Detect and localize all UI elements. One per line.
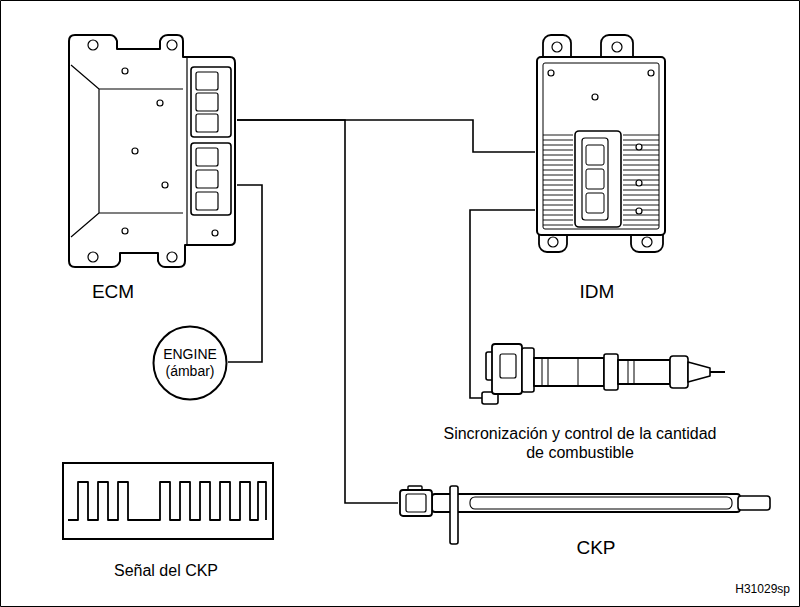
ckp-connector — [400, 490, 432, 516]
mount-hole — [548, 237, 558, 247]
ckp-socket — [406, 494, 426, 512]
figure-code: H31029sp — [735, 582, 790, 596]
ecm-connector-slot — [196, 170, 218, 188]
mount-hole — [552, 42, 562, 52]
injector-nozzle — [688, 362, 710, 382]
ckp-flange — [450, 486, 458, 544]
module-name: IDM — [580, 281, 615, 304]
ecm-connector-slot — [196, 148, 218, 166]
screw — [636, 208, 642, 214]
idm-housing — [537, 57, 665, 235]
ecm-module — [69, 35, 235, 267]
ckp-body — [432, 494, 740, 512]
idm-node: IDM — [535, 35, 667, 253]
ecm-divider — [186, 57, 187, 245]
ecm-panel — [71, 65, 183, 237]
ckp-body-line — [470, 497, 732, 509]
screw — [648, 70, 654, 76]
screw — [122, 68, 128, 74]
injector-collar — [522, 348, 534, 392]
injector-nut — [670, 356, 688, 388]
injector-ring — [604, 354, 618, 390]
signal-caption: Señal del CKP — [114, 561, 218, 580]
wire — [470, 210, 535, 398]
lamp-circle — [154, 327, 227, 400]
idm-connector-face — [582, 138, 608, 220]
mount-hole — [167, 252, 177, 262]
wire — [237, 120, 535, 152]
ecm-node: ECM — [65, 35, 237, 267]
ecm-connector-slot — [196, 93, 218, 111]
idm-module — [537, 35, 665, 252]
wire — [237, 120, 398, 503]
injector-groove — [542, 358, 578, 386]
injector-barrel — [618, 360, 670, 384]
mount-hole — [612, 42, 622, 52]
ckp-tip — [738, 496, 770, 510]
lamp-label: ENGINE (ámbar) — [156, 346, 224, 380]
injector-body — [534, 358, 604, 386]
screw — [548, 70, 554, 76]
signal-box: Señal del CKP — [62, 462, 274, 540]
ecm-connector-slot — [196, 114, 218, 132]
ecm-connector-slot — [196, 192, 218, 210]
injector-tip — [710, 371, 725, 373]
screw — [636, 180, 642, 186]
ckp-node: CKP — [398, 484, 772, 546]
mount-hole — [642, 237, 652, 247]
idm-connector-slot — [586, 169, 604, 189]
screw — [162, 182, 168, 188]
injector-groove — [628, 360, 634, 384]
part-name: CKP — [576, 537, 615, 560]
screw — [132, 148, 138, 154]
injector-node: Sincronización y control de la cantidad … — [482, 338, 727, 418]
ecm-connector — [191, 143, 231, 215]
mount-hole — [167, 40, 177, 50]
injector — [482, 344, 725, 404]
ckp-sensor — [400, 486, 770, 544]
ecm-housing — [69, 35, 235, 267]
ecm-connector-slot — [196, 72, 218, 90]
injector-connector — [492, 344, 522, 394]
mount-hole — [88, 252, 98, 262]
screw — [157, 100, 163, 106]
wire — [228, 185, 262, 362]
screw — [122, 228, 128, 234]
ckp-waveform — [68, 482, 266, 520]
warning-lamp-circle: ENGINE (ámbar) — [152, 325, 228, 401]
screw — [636, 144, 642, 150]
idm-panel — [543, 63, 659, 229]
idm-connector-slot — [586, 193, 604, 213]
mount-hole — [88, 40, 98, 50]
screw — [212, 230, 218, 236]
screw — [592, 94, 598, 100]
module-name: ECM — [92, 281, 134, 304]
ecm-connector — [191, 67, 231, 137]
idm-connector — [575, 131, 621, 227]
injector-socket — [500, 354, 516, 378]
idm-connector-slot — [586, 145, 604, 165]
part-caption: Sincronización y control de la cantidad … — [435, 424, 725, 462]
